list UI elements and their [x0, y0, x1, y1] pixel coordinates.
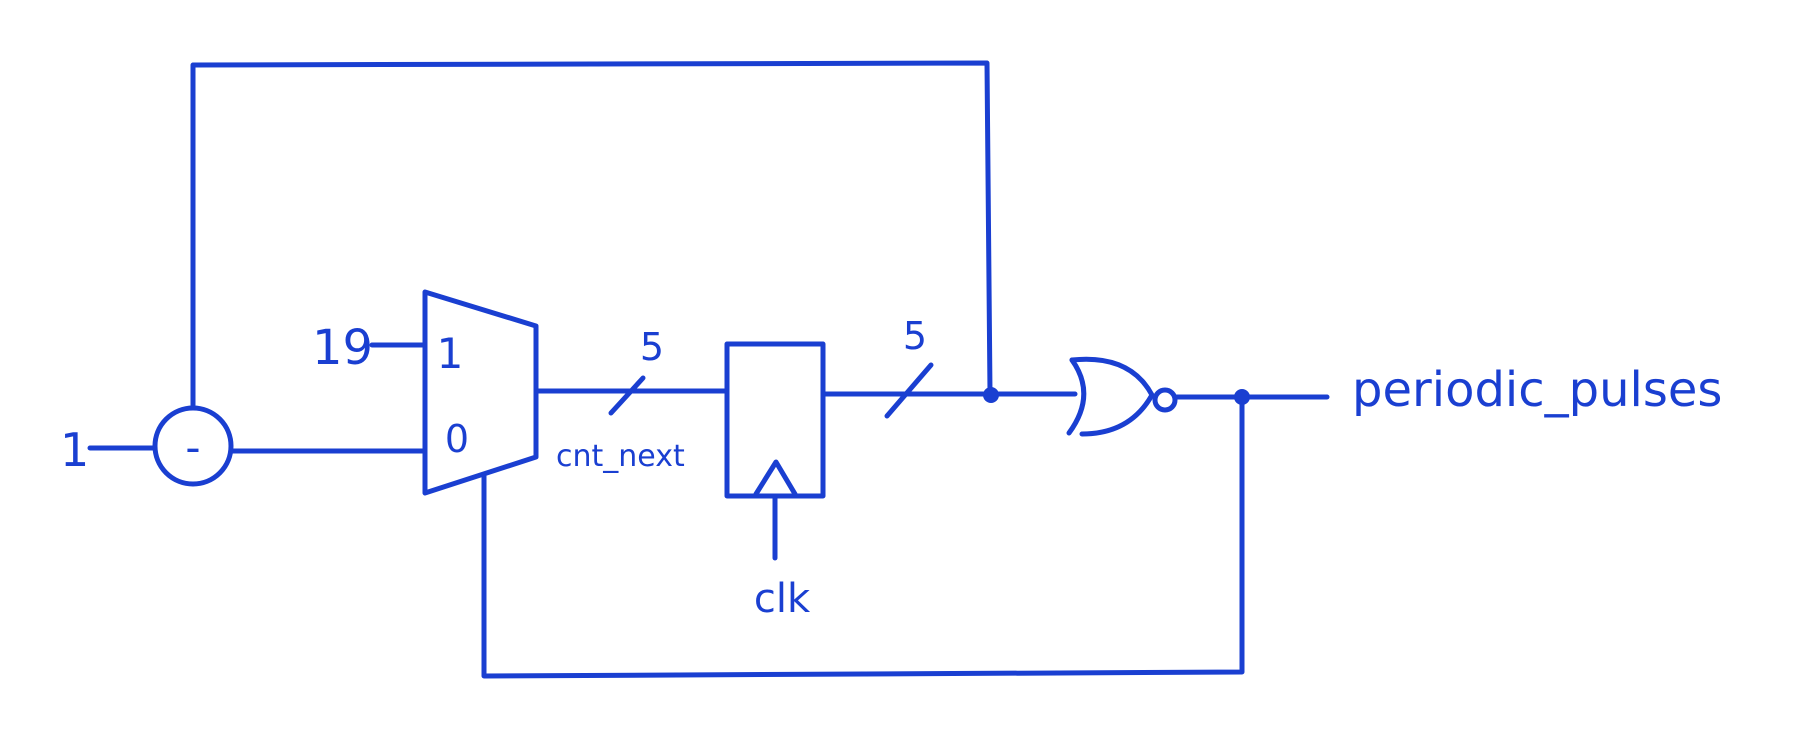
register: [724, 341, 826, 499]
label-cnt-next: cnt_next: [556, 439, 685, 474]
subtractor: [152, 405, 234, 487]
label-bus-width-2: 5: [903, 314, 927, 358]
bus-width-slash-2: [884, 362, 934, 419]
wire-bottom-feedback: [481, 394, 1245, 679]
nor-gate: [1066, 357, 1087, 436]
multiplexer: [422, 289, 539, 496]
label-clk: clk: [754, 576, 811, 622]
clock-triangle-icon: [753, 459, 798, 497]
label-subtract-op: -: [185, 423, 200, 472]
inversion-bubble: [1152, 387, 1178, 413]
wire-top-feedback: [190, 60, 993, 411]
label-mux-sel-1: 1: [437, 329, 464, 378]
label-input-one: 1: [60, 423, 89, 477]
label-mux-const: 19: [312, 320, 373, 376]
bus-width-slash-1: [608, 375, 646, 416]
label-mux-sel-0: 0: [445, 417, 469, 461]
junction-node-1: [983, 387, 999, 403]
label-output: periodic_pulses: [1352, 362, 1722, 418]
label-bus-width-1: 5: [640, 325, 664, 369]
